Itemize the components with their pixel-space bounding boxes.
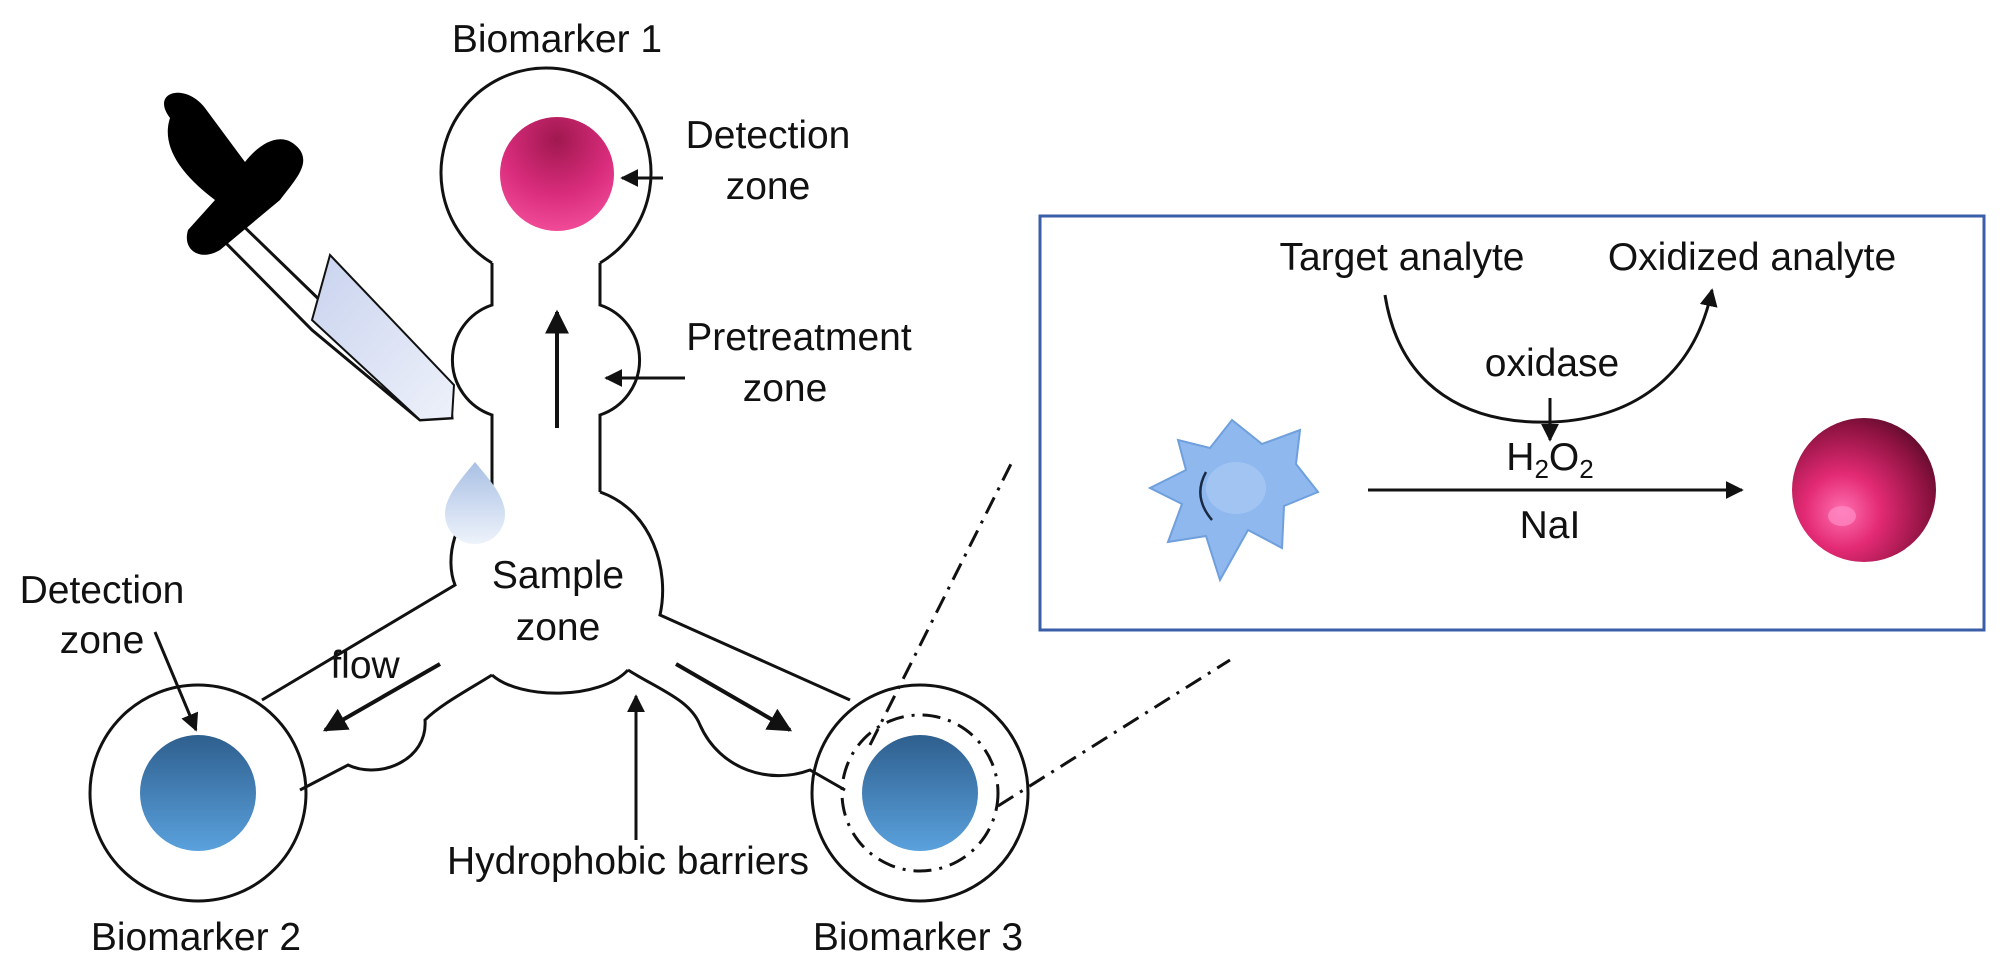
zoom-line-lower	[997, 658, 1231, 808]
h2o2-label: H2O2	[1506, 436, 1593, 484]
detection-zone-top-label-line1: Detection	[686, 114, 851, 157]
biomarker1-label: Biomarker 1	[452, 18, 662, 61]
nai-label: NaI	[1520, 504, 1581, 547]
detection-zone-left-label-line1: Detection	[20, 569, 185, 612]
oxidase-curved-arrow	[1383, 288, 1718, 424]
flow-arrow-left	[322, 662, 441, 732]
detection-zone-top-label-line2: zone	[726, 165, 811, 208]
oxidase-label: oxidase	[1485, 342, 1619, 385]
flow-arrow-right	[674, 662, 793, 732]
biomarker3-zone-outline	[810, 683, 1030, 903]
biomarker3-detection-spot	[862, 735, 978, 851]
dropper-icon	[164, 92, 456, 422]
sample-zone-label-line1: Sample	[492, 554, 624, 597]
oxidized-analyte-label: Oxidized analyte	[1608, 236, 1896, 279]
flow-label: flow	[330, 644, 400, 687]
gold-nanostar-icon	[1147, 418, 1320, 583]
sample-droplet-icon	[445, 462, 505, 544]
sample-zone-label-line2: zone	[516, 606, 601, 649]
pretreatment-label-line1: Pretreatment	[686, 316, 912, 359]
hydrophobic-barriers-label: Hydrophobic barriers	[447, 840, 809, 883]
pretreatment-label-line2: zone	[743, 367, 828, 410]
zoom-highlight-circle	[840, 713, 1000, 873]
target-analyte-label: Target analyte	[1280, 236, 1525, 279]
reaction-inset-frame	[1038, 214, 1986, 632]
biomarker1-detection-spot	[500, 117, 614, 231]
biomarker2-detection-spot	[140, 735, 256, 851]
biomarker2-label: Biomarker 2	[91, 916, 301, 959]
biomarker2-zone-outline	[88, 683, 308, 903]
detection-zone-left-label-line2: zone	[60, 619, 145, 662]
pink-nanoparticle-icon	[1792, 418, 1936, 562]
detection-left-pointer-arrow	[153, 631, 199, 732]
zoom-line-upper	[868, 461, 1014, 746]
biomarker3-label: Biomarker 3	[813, 916, 1023, 959]
